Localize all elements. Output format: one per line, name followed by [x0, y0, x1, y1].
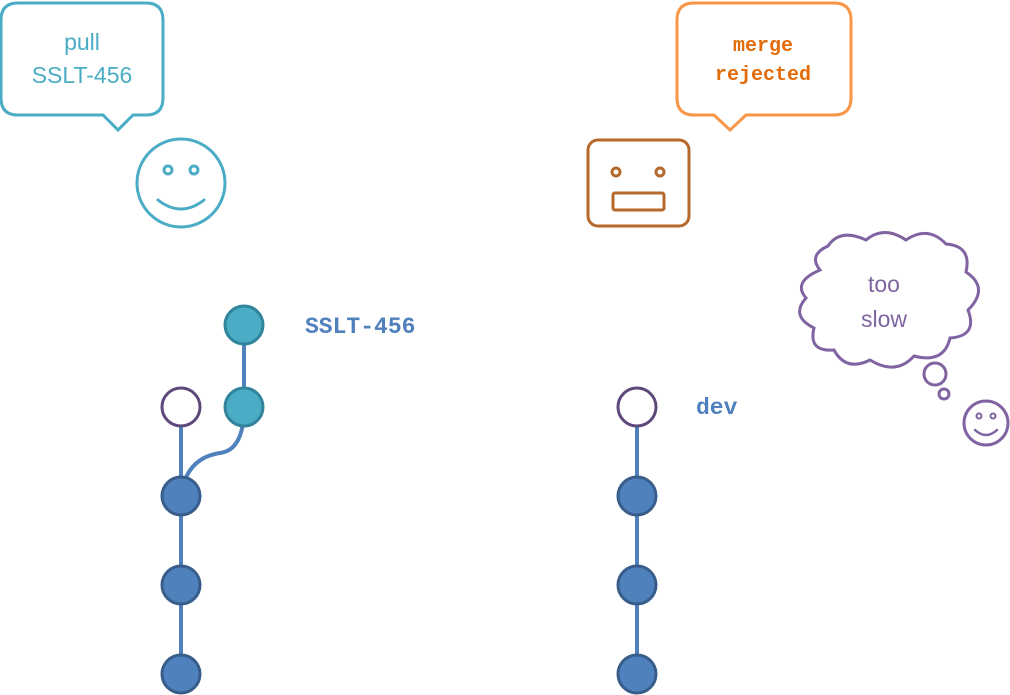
commit-node: [160, 386, 202, 428]
thought-line2: slow: [861, 306, 907, 332]
commit-node: [616, 475, 658, 517]
thought-cloud: too slow: [798, 231, 980, 401]
flat-mouth-face-icon: [586, 138, 691, 228]
commit-node: [160, 653, 202, 695]
right-graph-nodes: [616, 386, 658, 695]
thought-line1: too: [868, 271, 900, 297]
right-speech-bubble: merge rejected: [675, 1, 853, 133]
left-speech-bubble: pull SSLT-456: [0, 1, 165, 133]
commit-node: [160, 564, 202, 606]
smiley-face-icon: [135, 137, 227, 229]
right-bubble-line1: merge: [733, 35, 793, 58]
dev-branch-label: dev: [696, 395, 738, 421]
commit-node: [223, 304, 265, 346]
feature-branch-label: SSLT-456: [305, 314, 415, 340]
left-graph-nodes: [160, 304, 265, 695]
commit-node: [160, 475, 202, 517]
commit-node: [616, 564, 658, 606]
commit-node: [223, 386, 265, 428]
smiley-face-icon: [962, 399, 1010, 447]
left-bubble-line2: SSLT-456: [32, 62, 133, 88]
left-bubble-line1: pull: [64, 29, 100, 55]
commit-node: [616, 653, 658, 695]
right-bubble-line2: rejected: [715, 64, 811, 87]
commit-node: [616, 386, 658, 428]
